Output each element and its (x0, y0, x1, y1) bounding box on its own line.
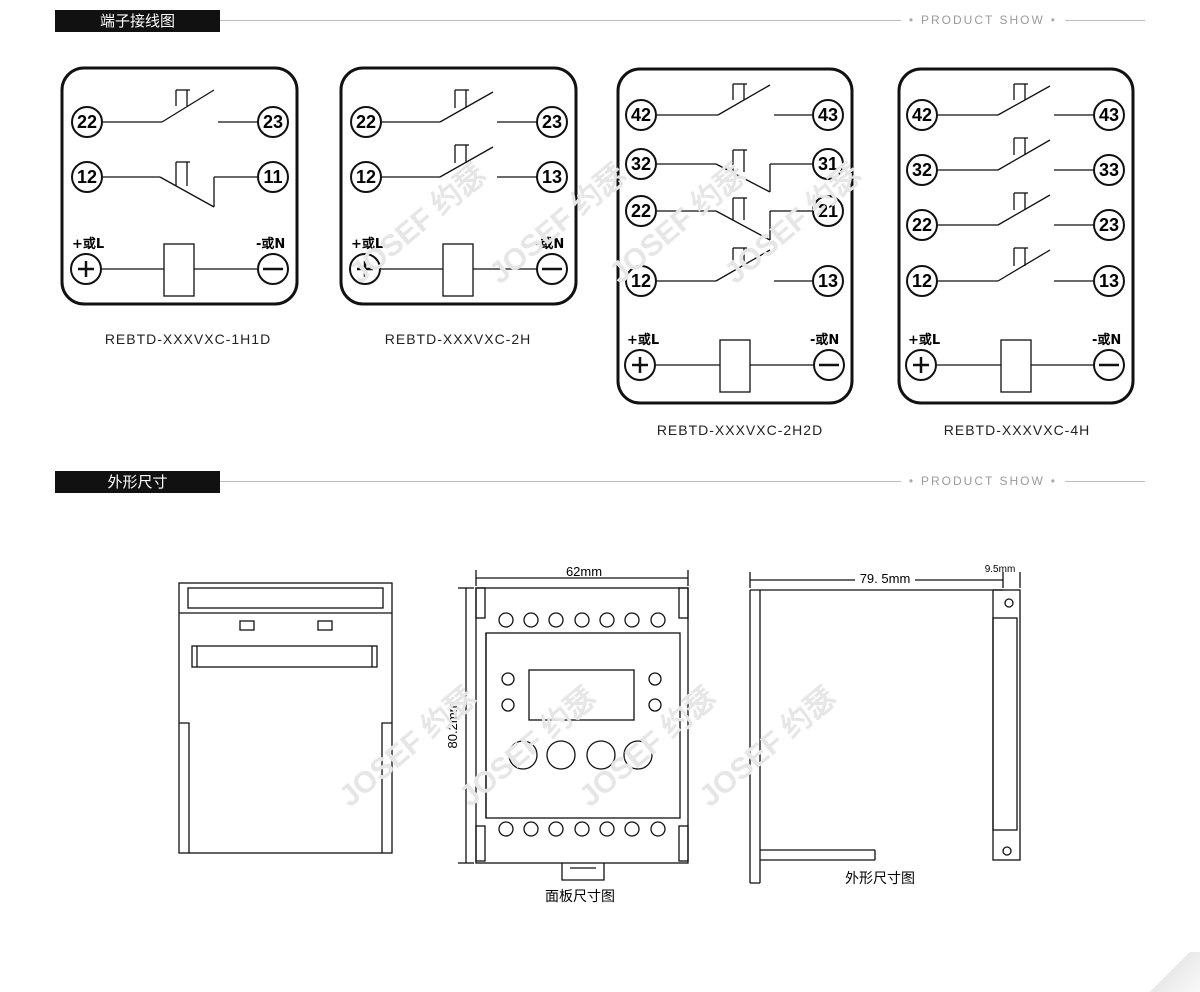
wiring-diagram-1h1d (60, 66, 299, 306)
plus-icon (349, 253, 381, 285)
terminal-12 (71, 161, 103, 193)
terminal-42 (625, 99, 657, 131)
terminal-21 (812, 195, 844, 227)
product-show-label: PRODUCT SHOW (900, 13, 1065, 27)
section-title-wiring: 端子接线图 (55, 10, 220, 32)
terminal-label: 13 (542, 167, 562, 187)
terminal-11 (257, 161, 289, 193)
model-label-2h2d: REBTD-XXXVXC-2H2D (656, 422, 824, 438)
terminal-23 (536, 106, 568, 138)
plus-icon (70, 253, 102, 285)
wiring-diagram-2h2d (616, 67, 854, 405)
terminal-22 (625, 195, 657, 227)
terminal-22 (71, 106, 103, 138)
terminal-43 (1093, 99, 1125, 131)
terminal-23 (1093, 209, 1125, 241)
terminal-13 (1093, 265, 1125, 297)
terminal-label: 32 (631, 154, 651, 174)
model-label-4h: REBTD-XXXVXC-4H (943, 422, 1091, 438)
terminal-label: 33 (1099, 160, 1119, 180)
terminal-33 (1093, 154, 1125, 186)
terminal-label: 12 (631, 271, 651, 291)
plus-label: +或L (908, 332, 940, 348)
divider (220, 20, 1145, 21)
terminal-label: 23 (263, 112, 283, 132)
minus-icon (536, 253, 568, 285)
outline-caption: 外形尺寸图 (845, 871, 915, 887)
terminal-label: 12 (356, 167, 376, 187)
terminal-label: 23 (1099, 215, 1119, 235)
panel-view-drawing (458, 570, 689, 881)
model-label-2h: REBTD-XXXVXC-2H (384, 331, 532, 347)
terminal-label: 11 (263, 167, 282, 187)
terminal-32 (625, 148, 657, 180)
minus-label: -或N (1092, 332, 1121, 348)
terminal-label: 13 (818, 271, 838, 291)
terminal-12 (625, 265, 657, 297)
plus-icon (624, 349, 656, 381)
divider (220, 481, 1145, 482)
back-view-drawing (178, 582, 393, 854)
terminal-23 (257, 106, 289, 138)
terminal-22 (906, 209, 938, 241)
height-dimension: 80.2mm (445, 702, 460, 749)
section-title-dimensions: 外形尺寸 (55, 471, 220, 493)
terminal-label: 22 (631, 201, 651, 221)
terminal-label: 22 (77, 112, 97, 132)
product-show-label: PRODUCT SHOW (900, 474, 1065, 488)
minus-label: -或N (810, 332, 839, 348)
wiring-diagram-2h (339, 66, 578, 306)
terminal-label: 43 (1099, 105, 1119, 125)
terminal-label: 42 (631, 105, 651, 125)
width-dimension: 62mm (566, 564, 602, 579)
terminal-label: 32 (912, 160, 932, 180)
minus-label: -或N (535, 236, 564, 252)
rail-dimension: 9.5mm (985, 564, 1016, 575)
terminal-label: 22 (912, 215, 932, 235)
terminal-label: 12 (912, 271, 932, 291)
plus-label: +或L (351, 236, 383, 252)
plus-icon (905, 349, 937, 381)
terminal-12 (350, 161, 382, 193)
watermark-group: JOSEF 约瑟 JOSEF 约瑟 JOSEF 约瑟 JOSEF 约瑟 JOSE… (333, 158, 867, 813)
plus-label: +或L (72, 236, 104, 252)
depth-dimension: 79. 5mm (860, 571, 911, 586)
terminal-label: 13 (1099, 271, 1119, 291)
terminal-43 (812, 99, 844, 131)
terminal-label: 43 (818, 105, 838, 125)
terminal-label: 22 (356, 112, 376, 132)
terminal-31 (812, 148, 844, 180)
terminal-13 (812, 265, 844, 297)
minus-label: -或N (256, 236, 285, 252)
minus-icon (257, 253, 289, 285)
terminal-12 (906, 265, 938, 297)
section-header-wiring: 端子接线图 PRODUCT SHOW (55, 10, 1145, 32)
terminal-label: 21 (818, 201, 838, 221)
terminal-label: 23 (542, 112, 562, 132)
wiring-diagram-4h (897, 67, 1135, 405)
page-curl (1140, 952, 1200, 992)
minus-icon (1093, 349, 1125, 381)
minus-icon (813, 349, 845, 381)
side-view-drawing (749, 572, 1021, 884)
terminal-22 (350, 106, 382, 138)
model-label-1h1d: REBTD-XXXVXC-1H1D (104, 331, 272, 347)
section-header-dimensions: 外形尺寸 PRODUCT SHOW (55, 471, 1145, 493)
terminal-label: 31 (818, 154, 838, 174)
terminal-32 (906, 154, 938, 186)
terminal-label: 42 (912, 105, 932, 125)
terminal-42 (906, 99, 938, 131)
terminal-13 (536, 161, 568, 193)
plus-label: +或L (627, 332, 659, 348)
panel-caption: 面板尺寸图 (545, 889, 615, 905)
terminal-label: 12 (77, 167, 97, 187)
